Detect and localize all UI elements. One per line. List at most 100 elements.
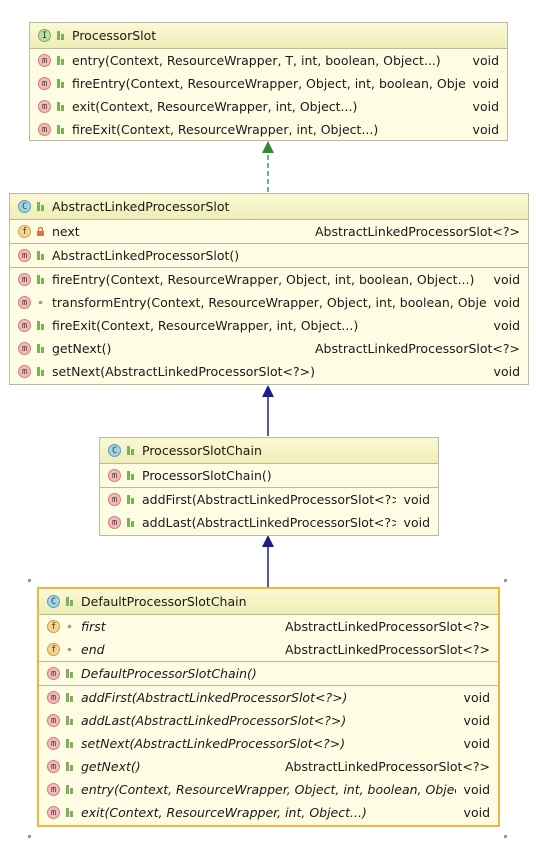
public-visibility-icon xyxy=(35,319,46,332)
class-icon: C xyxy=(47,595,60,608)
method-signature: fireEntry(Context, ResourceWrapper, Obje… xyxy=(52,272,475,287)
interface-icon: I xyxy=(38,29,51,42)
method-icon: m xyxy=(38,54,51,67)
method-icon: m xyxy=(47,783,60,796)
default-chain-header[interactable]: C DefaultProcessorSlotChain xyxy=(39,589,498,614)
return-type: void xyxy=(463,690,490,705)
method-row[interactable]: m getNext() AbstractLinkedProcessorSlot<… xyxy=(39,755,498,778)
field-row[interactable]: f first AbstractLinkedProcessorSlot<?> xyxy=(39,615,498,638)
return-type: void xyxy=(403,492,430,507)
return-type: void xyxy=(463,736,490,751)
method-icon: m xyxy=(38,123,51,136)
class-title: AbstractLinkedProcessorSlot xyxy=(52,199,230,214)
public-visibility-icon xyxy=(55,100,66,113)
package-private-visibility-icon xyxy=(64,620,75,633)
method-signature: entry(Context, ResourceWrapper, T, int, … xyxy=(72,53,441,68)
constructor-row[interactable]: m DefaultProcessorSlotChain() xyxy=(39,662,498,685)
field-row[interactable]: f next AbstractLinkedProcessorSlot<?> xyxy=(10,220,528,243)
method-signature: fireExit(Context, ResourceWrapper, int, … xyxy=(72,122,379,137)
method-signature: exit(Context, ResourceWrapper, int, Obje… xyxy=(72,99,358,114)
method-row[interactable]: m exit(Context, ResourceWrapper, int, Ob… xyxy=(30,95,507,118)
method-row[interactable]: m entry(Context, ResourceWrapper, T, int… xyxy=(30,49,507,72)
method-icon: m xyxy=(18,342,31,355)
abstract-linked-header[interactable]: C AbstractLinkedProcessorSlot xyxy=(10,194,528,219)
return-type: void xyxy=(472,53,499,68)
processor-slot-class-box[interactable]: I ProcessorSlot m entry(Context, Resourc… xyxy=(29,22,508,141)
method-icon: m xyxy=(47,806,60,819)
private-lock-icon xyxy=(35,225,46,238)
return-type: void xyxy=(463,713,490,728)
return-type: AbstractLinkedProcessorSlot<?> xyxy=(285,759,490,774)
method-row[interactable]: m fireExit(Context, ResourceWrapper, int… xyxy=(10,314,528,337)
method-row[interactable]: m fireEntry(Context, ResourceWrapper, Ob… xyxy=(10,268,528,291)
constructor-signature: ProcessorSlotChain() xyxy=(142,468,272,483)
method-row[interactable]: m setNext(AbstractLinkedProcessorSlot<?>… xyxy=(39,732,498,755)
public-visibility-icon xyxy=(64,783,75,796)
selection-handle[interactable] xyxy=(504,579,507,582)
default-processor-slot-chain-class-box[interactable]: C DefaultProcessorSlotChain f first Abst… xyxy=(37,587,500,827)
processor-slot-header[interactable]: I ProcessorSlot xyxy=(30,23,507,48)
field-type: AbstractLinkedProcessorSlot<?> xyxy=(285,642,490,657)
method-icon: m xyxy=(47,737,60,750)
method-signature: getNext() xyxy=(81,759,141,774)
return-type: void xyxy=(493,318,520,333)
public-visibility-icon xyxy=(64,691,75,704)
field-type: AbstractLinkedProcessorSlot<?> xyxy=(315,224,520,239)
method-signature: addLast(AbstractLinkedProcessorSlot<?>) xyxy=(142,515,396,530)
public-visibility-icon xyxy=(35,249,46,262)
processor-slot-chain-header[interactable]: C ProcessorSlotChain xyxy=(100,438,438,463)
constructor-row[interactable]: m AbstractLinkedProcessorSlot() xyxy=(10,244,528,267)
method-signature: addFirst(AbstractLinkedProcessorSlot<?>) xyxy=(142,492,396,507)
method-icon: m xyxy=(38,100,51,113)
public-visibility-icon xyxy=(55,123,66,136)
method-icon: m xyxy=(108,469,121,482)
method-row[interactable]: m fireExit(Context, ResourceWrapper, int… xyxy=(30,118,507,141)
public-visibility-icon xyxy=(55,29,66,42)
processor-slot-chain-class-box[interactable]: C ProcessorSlotChain m ProcessorSlotChai… xyxy=(99,437,439,536)
return-type: void xyxy=(472,99,499,114)
method-icon: m xyxy=(47,760,60,773)
method-signature: transformEntry(Context, ResourceWrapper,… xyxy=(52,295,486,310)
public-visibility-icon xyxy=(64,667,75,680)
class-title: ProcessorSlot xyxy=(72,28,157,43)
abstract-linked-processor-slot-class-box[interactable]: C AbstractLinkedProcessorSlot f next Abs… xyxy=(9,193,529,385)
method-icon: m xyxy=(18,296,31,309)
return-type: void xyxy=(463,782,490,797)
class-title: ProcessorSlotChain xyxy=(142,443,262,458)
public-visibility-icon xyxy=(125,444,136,457)
method-signature: getNext() xyxy=(52,341,112,356)
method-row[interactable]: m getNext() AbstractLinkedProcessorSlot<… xyxy=(10,337,528,360)
constructor-signature: AbstractLinkedProcessorSlot() xyxy=(52,248,240,263)
method-row[interactable]: m addLast(AbstractLinkedProcessorSlot<?>… xyxy=(100,511,438,534)
method-signature: setNext(AbstractLinkedProcessorSlot<?>) xyxy=(81,736,346,751)
method-row[interactable]: m entry(Context, ResourceWrapper, Object… xyxy=(39,778,498,801)
method-signature: fireExit(Context, ResourceWrapper, int, … xyxy=(52,318,359,333)
method-row[interactable]: m exit(Context, ResourceWrapper, int, Ob… xyxy=(39,801,498,824)
selection-handle[interactable] xyxy=(28,579,31,582)
public-visibility-icon xyxy=(125,516,136,529)
method-icon: m xyxy=(47,691,60,704)
return-type: void xyxy=(493,295,520,310)
public-visibility-icon xyxy=(35,200,46,213)
field-row[interactable]: f end AbstractLinkedProcessorSlot<?> xyxy=(39,638,498,661)
method-row[interactable]: m fireEntry(Context, ResourceWrapper, Ob… xyxy=(30,72,507,95)
return-type: void xyxy=(493,272,520,287)
abstract-class-icon: C xyxy=(18,200,31,213)
method-signature: addLast(AbstractLinkedProcessorSlot<?>) xyxy=(81,713,347,728)
constructor-row[interactable]: m ProcessorSlotChain() xyxy=(100,464,438,487)
method-icon: m xyxy=(108,493,121,506)
method-icon: m xyxy=(18,249,31,262)
method-row[interactable]: m addFirst(AbstractLinkedProcessorSlot<?… xyxy=(39,686,498,709)
method-icon: m xyxy=(38,77,51,90)
method-signature: setNext(AbstractLinkedProcessorSlot<?>) xyxy=(52,364,315,379)
public-visibility-icon xyxy=(125,469,136,482)
method-row[interactable]: m transformEntry(Context, ResourceWrappe… xyxy=(10,291,528,314)
selection-handle[interactable] xyxy=(504,835,507,838)
method-row[interactable]: m addLast(AbstractLinkedProcessorSlot<?>… xyxy=(39,709,498,732)
method-row[interactable]: m setNext(AbstractLinkedProcessorSlot<?>… xyxy=(10,360,528,383)
method-row[interactable]: m addFirst(AbstractLinkedProcessorSlot<?… xyxy=(100,488,438,511)
package-private-visibility-icon xyxy=(64,643,75,656)
public-visibility-icon xyxy=(125,493,136,506)
selection-handle[interactable] xyxy=(28,835,31,838)
class-title: DefaultProcessorSlotChain xyxy=(81,594,247,609)
